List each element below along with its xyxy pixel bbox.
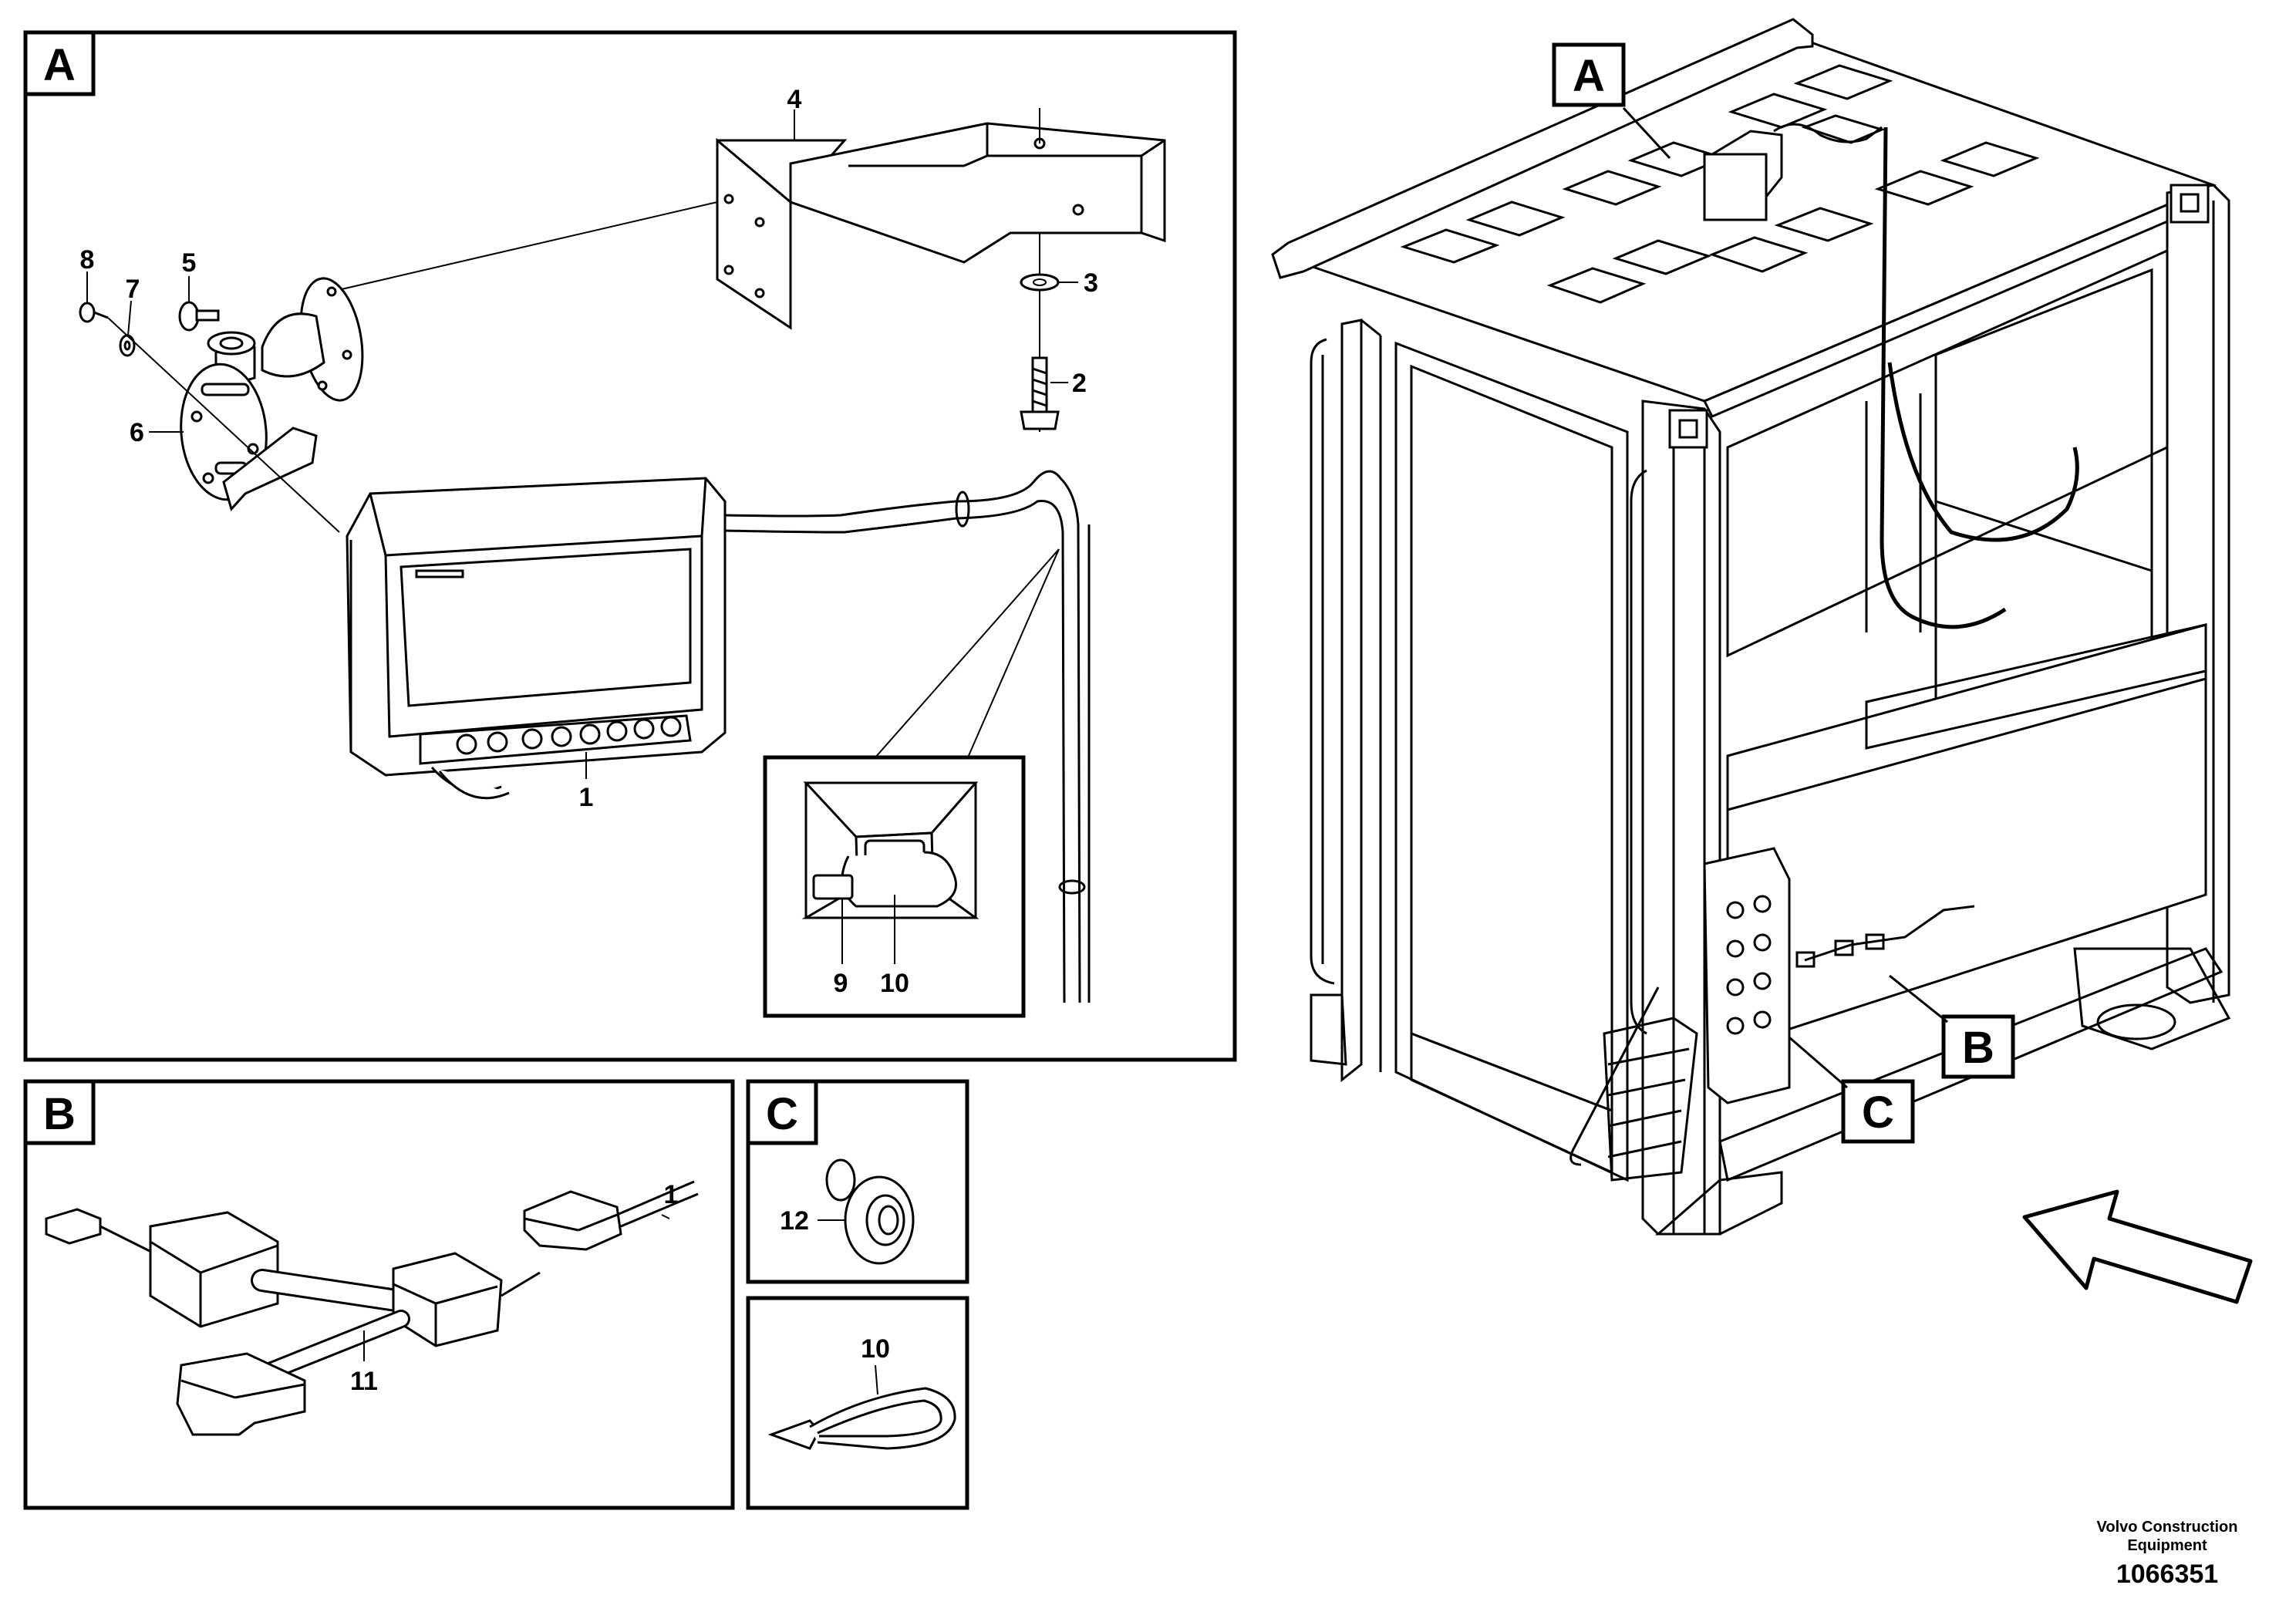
tie-mount-detail <box>801 781 979 919</box>
detail-leader-left <box>875 548 1060 758</box>
panel-a-frame <box>23 30 1237 1062</box>
panel-c-frame <box>746 1079 969 1284</box>
callout-8: 8 <box>80 245 95 275</box>
footer-company-line2: Equipment <box>2127 1537 2207 1554</box>
cable-tie <box>767 1387 956 1450</box>
leader-10-tie <box>875 1364 878 1395</box>
overview-label-a: A <box>1552 42 1671 160</box>
panel-c-grommet: C 12 <box>746 1079 969 1284</box>
panel-a: A 4 3 2 <box>23 30 1237 1062</box>
swivel-mount <box>180 277 364 512</box>
callout-12: 12 <box>780 1206 809 1236</box>
leader-1-b <box>661 1214 670 1219</box>
panel-b-label-box <box>23 1079 96 1145</box>
panel-tie-frame <box>746 1296 969 1510</box>
detail-leader-right <box>967 548 1060 758</box>
callout-3: 3 <box>1084 268 1098 298</box>
small-washer <box>119 334 136 357</box>
callout-10-detail: 10 <box>880 969 909 998</box>
panel-a-label: A <box>43 40 76 90</box>
panel-c-label-box <box>746 1079 818 1145</box>
callout-9: 9 <box>834 969 848 998</box>
overview-label-b: B <box>1889 974 2015 1079</box>
small-screw <box>79 302 109 323</box>
view-direction-arrow <box>2022 1189 2253 1304</box>
callout-4: 4 <box>787 85 802 114</box>
leader-7 <box>127 300 132 336</box>
panel-b-frame <box>23 1079 735 1510</box>
footer-drawing-number: 1066351 <box>2116 1560 2218 1589</box>
overview-label-c-text: C <box>1862 1088 1894 1138</box>
bolt <box>1020 356 1060 430</box>
screw <box>178 301 220 332</box>
callout-7: 7 <box>126 275 140 304</box>
fuse-panel <box>1703 847 1791 1104</box>
cab-overview <box>1271 18 2231 1236</box>
callout-6: 6 <box>130 418 144 447</box>
panel-c-label: C <box>766 1089 798 1139</box>
monitor <box>346 477 727 800</box>
washer <box>1020 273 1060 292</box>
callout-1-b: 1 <box>664 1180 679 1209</box>
mounting-bracket <box>716 122 1166 330</box>
callout-2: 2 <box>1072 369 1087 398</box>
callout-11: 11 <box>350 1367 378 1396</box>
callout-10-tie: 10 <box>861 1334 890 1364</box>
panel-a-label-box <box>23 30 96 96</box>
footer-company-line1: Volvo Construction <box>2097 1519 2238 1536</box>
overview-label-c: C <box>1789 1036 1915 1144</box>
front-right-post <box>1641 400 1721 1236</box>
grommet <box>825 1158 915 1265</box>
panel-cable-tie: 10 <box>746 1296 969 1510</box>
axis-line-screws <box>107 317 340 533</box>
callout-5: 5 <box>182 248 197 278</box>
axis-line-mount <box>331 201 718 292</box>
overview-label-a-text: A <box>1573 51 1605 101</box>
overview-label-b-text: B <box>1962 1023 1994 1073</box>
monitor-cable <box>724 470 1091 1003</box>
harness-b <box>45 1180 699 1436</box>
panel-b-label: B <box>43 1089 76 1139</box>
front-left-post <box>1340 319 1363 1083</box>
panel-b: B 1 11 <box>23 1079 735 1510</box>
callout-1: 1 <box>579 783 594 812</box>
